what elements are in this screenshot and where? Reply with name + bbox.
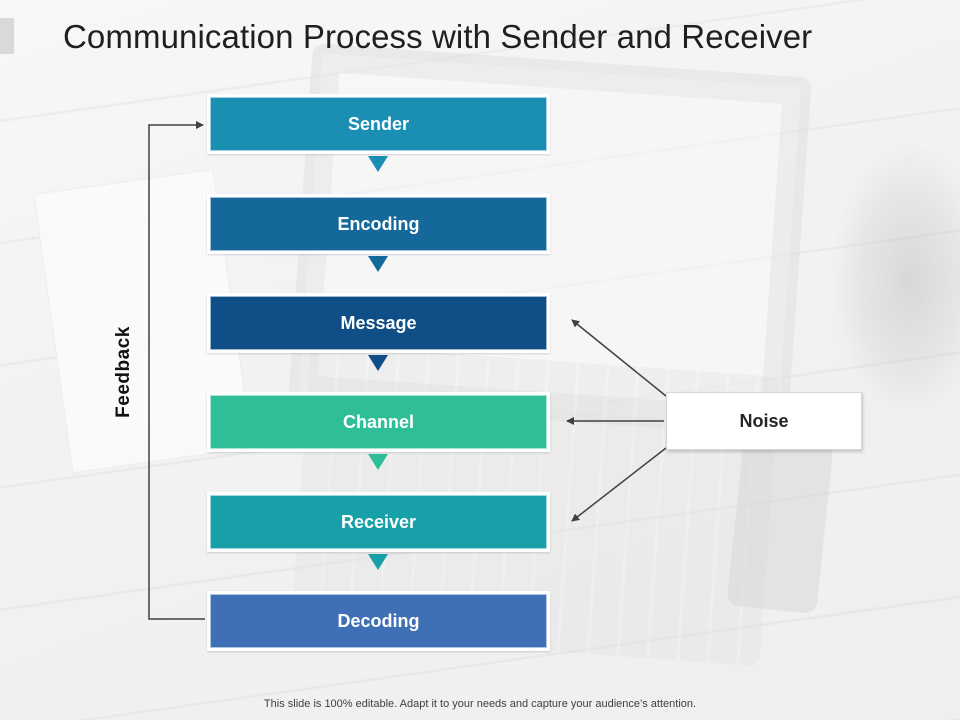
footer-note: This slide is 100% editable. Adapt it to…: [263, 698, 697, 710]
step-channel-label: Channel: [210, 395, 547, 449]
noise-box: Noise: [666, 392, 862, 450]
step-pointer: [368, 156, 388, 172]
step-sender: Sender: [207, 94, 550, 154]
step-receiver: Receiver: [207, 492, 550, 552]
corner-accent: [0, 18, 14, 54]
noise-to-message-arrow: [571, 319, 667, 397]
feedback-loop-line: [148, 121, 205, 620]
step-sender-label: Sender: [210, 97, 547, 151]
step-message-label: Message: [210, 296, 547, 350]
noise-to-receiver-arrow: [571, 447, 667, 522]
step-decoding-label: Decoding: [210, 594, 547, 648]
step-receiver-label: Receiver: [210, 495, 547, 549]
step-encoding: Encoding: [207, 194, 550, 254]
step-channel: Channel: [207, 392, 550, 452]
step-encoding-label: Encoding: [210, 197, 547, 251]
step-pointer: [368, 355, 388, 371]
step-pointer: [368, 256, 388, 272]
step-message: Message: [207, 293, 550, 353]
step-pointer: [368, 454, 388, 470]
step-decoding: Decoding: [207, 591, 550, 651]
step-pointer: [368, 554, 388, 570]
feedback-label: Feedback: [113, 326, 134, 418]
background-plant: [830, 140, 960, 420]
page-title: Communication Process with Sender and Re…: [63, 18, 813, 55]
